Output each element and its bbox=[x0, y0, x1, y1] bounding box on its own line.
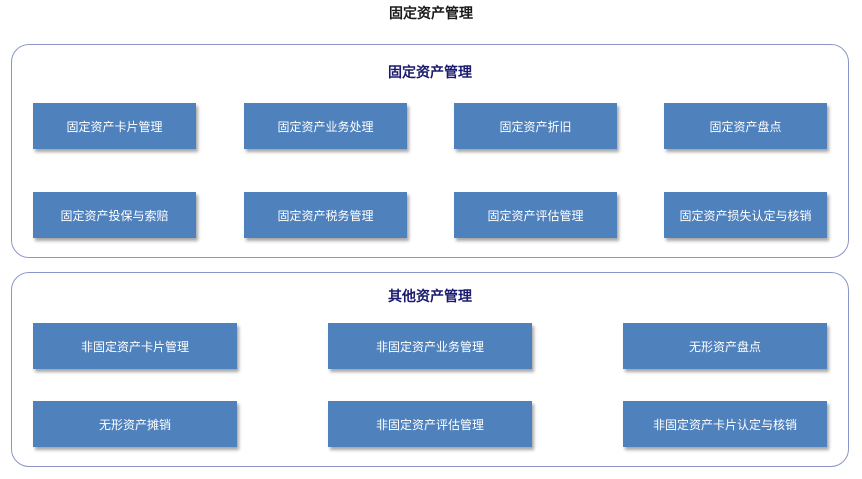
other-assets-panel-title: 其他资产管理 bbox=[388, 289, 472, 305]
fixed-asset-appraisal-management-box[interactable]: 固定资产评估管理 bbox=[454, 192, 617, 238]
page-title: 固定资产管理 bbox=[389, 6, 473, 22]
non-fixed-asset-appraisal-management-box[interactable]: 非固定资产评估管理 bbox=[328, 401, 532, 447]
fixed-asset-tax-management-box[interactable]: 固定资产税务管理 bbox=[244, 192, 407, 238]
fixed-asset-business-processing-box[interactable]: 固定资产业务处理 bbox=[244, 103, 407, 149]
fixed-asset-insurance-claims-box[interactable]: 固定资产投保与索赔 bbox=[33, 192, 196, 238]
fixed-assets-panel: 固定资产管理 固定资产卡片管理 固定资产业务处理 固定资产折旧 固定资产盘点 固… bbox=[11, 44, 849, 258]
intangible-asset-amortization-box[interactable]: 无形资产摊销 bbox=[33, 401, 237, 447]
fixed-asset-card-management-box[interactable]: 固定资产卡片管理 bbox=[33, 103, 196, 149]
fixed-asset-depreciation-box[interactable]: 固定资产折旧 bbox=[454, 103, 617, 149]
other-assets-panel: 其他资产管理 非固定资产卡片管理 非固定资产业务管理 无形资产盘点 无形资产摊销… bbox=[11, 272, 849, 467]
intangible-asset-inventory-box[interactable]: 无形资产盘点 bbox=[623, 323, 827, 369]
non-fixed-asset-business-management-box[interactable]: 非固定资产业务管理 bbox=[328, 323, 532, 369]
fixed-asset-inventory-box[interactable]: 固定资产盘点 bbox=[664, 103, 827, 149]
fixed-assets-panel-title: 固定资产管理 bbox=[388, 65, 472, 81]
non-fixed-asset-card-writeoff-box[interactable]: 非固定资产卡片认定与核销 bbox=[623, 401, 827, 447]
non-fixed-asset-card-management-box[interactable]: 非固定资产卡片管理 bbox=[33, 323, 237, 369]
fixed-asset-loss-writeoff-box[interactable]: 固定资产损失认定与核销 bbox=[664, 192, 827, 238]
